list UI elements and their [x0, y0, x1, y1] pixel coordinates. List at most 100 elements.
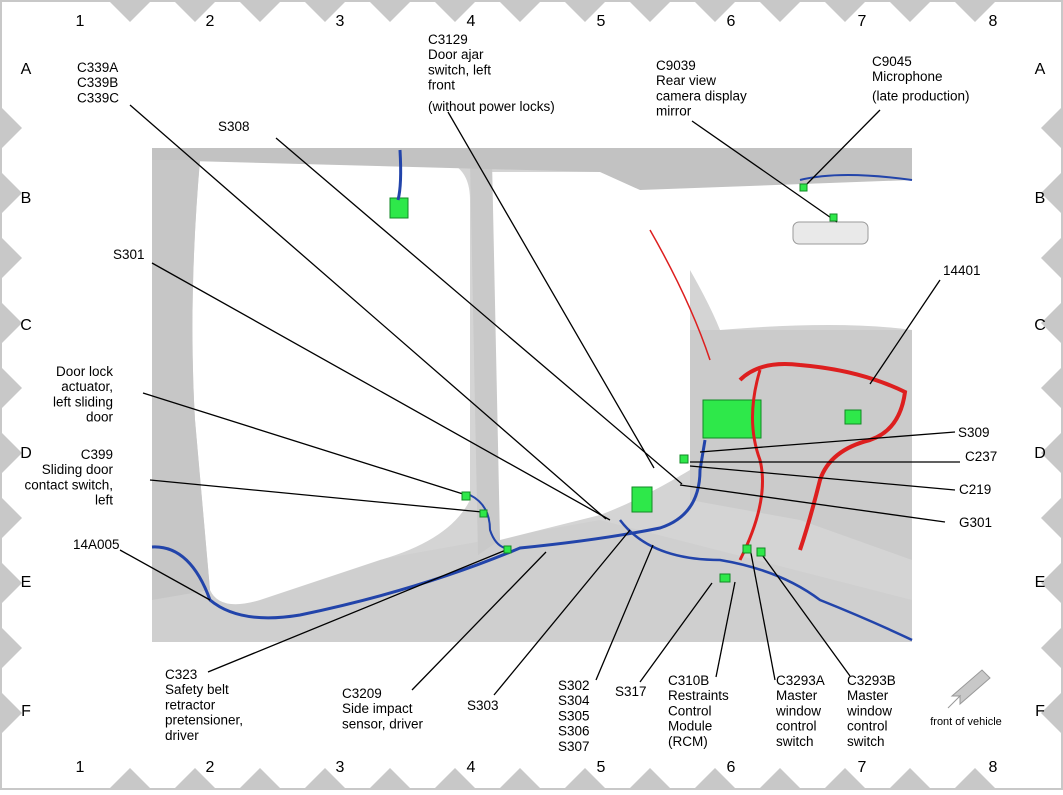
callout-c339-line-3: C339C	[77, 90, 119, 105]
callout-s302-line-5: S307	[558, 739, 590, 754]
grid-row-C-left: C	[20, 317, 32, 334]
callout-c3209-line-1: C3209	[342, 686, 382, 701]
grid-column-5-bottom: 5	[597, 759, 606, 776]
callout-s317-line-1: S317	[615, 684, 647, 699]
callout-c3293a-line-2: Master	[776, 688, 818, 703]
callout-c323-line-5: driver	[165, 728, 199, 743]
callout-c323-line-2: Safety belt	[165, 682, 229, 697]
grid-row-B-left: B	[21, 190, 32, 207]
grid-column-4-top: 4	[467, 13, 476, 30]
grid-column-7-bottom: 7	[858, 759, 867, 776]
callout-s302-line-4: S306	[558, 724, 590, 739]
callout-c310b-line-2: Restraints	[668, 688, 729, 703]
callout-s302-line-2: S304	[558, 693, 590, 708]
grid-row-D-left: D	[20, 445, 32, 462]
grid-column-4-bottom: 4	[467, 759, 476, 776]
callout-s309-line-1: S309	[958, 425, 990, 440]
callout-c310b-line-1: C310B	[668, 673, 709, 688]
leader-lines	[119, 104, 960, 696]
callout-c399-line-4: left	[95, 493, 113, 508]
callout-c310b-line-5: (RCM)	[668, 734, 708, 749]
callout-c323-line-1: C323	[165, 667, 197, 682]
grid-row-F-left: F	[21, 703, 31, 720]
callout-g301-line-1: G301	[959, 515, 992, 530]
callout-s317: S317	[615, 684, 647, 699]
callout-n14401: 14401	[943, 263, 981, 278]
callout-door-lock-line-1: Door lock	[56, 364, 113, 379]
grid-column-8-top: 8	[989, 13, 998, 30]
callout-c310b-line-4: Module	[668, 719, 712, 734]
callout-c3293a-line-4: control	[776, 719, 817, 734]
callout-n14a005-line-1: 14A005	[73, 537, 120, 552]
grid-row-D-right: D	[1034, 445, 1046, 462]
callout-c3129-line-4: front	[428, 78, 455, 93]
callout-door-lock-line-3: left sliding	[53, 394, 113, 409]
callout-c339-line-1: C339A	[77, 60, 118, 75]
grid-column-6-top: 6	[727, 13, 736, 30]
callout-c3293a-line-3: window	[775, 703, 821, 718]
callout-door-lock-line-4: door	[86, 410, 114, 425]
callout-s308-line-1: S308	[218, 119, 250, 134]
grid-column-3-bottom: 3	[336, 759, 345, 776]
callout-c310b-line-3: Control	[668, 703, 712, 718]
grid-row-E-right: E	[1035, 574, 1046, 591]
callout-s303: S303	[467, 698, 499, 713]
grid-column-5-top: 5	[597, 13, 606, 30]
callout-c3293b-line-4: control	[847, 719, 888, 734]
front-of-vehicle-label: front of vehicle	[930, 716, 1002, 728]
callout-c323-line-4: pretensioner,	[165, 713, 243, 728]
callout-g301: G301	[959, 515, 992, 530]
callout-c3129-line-5: (without power locks)	[428, 99, 555, 114]
callout-s309: S309	[958, 425, 990, 440]
callout-c399-line-3: contact switch,	[24, 477, 113, 492]
callout-c3293b-line-1: C3293B	[847, 673, 896, 688]
callout-s301-line-1: S301	[113, 247, 145, 262]
grid-row-F-right: F	[1035, 703, 1045, 720]
grid-row-B-right: B	[1035, 190, 1046, 207]
callout-c3209-line-2: Side impact	[342, 701, 413, 716]
grid-column-1-top: 1	[76, 13, 85, 30]
callout-c3129-line-3: switch, left	[428, 62, 491, 77]
callout-c237: C237	[965, 449, 997, 464]
callout-c399-line-2: Sliding door	[42, 462, 114, 477]
callout-s302-line-1: S302	[558, 678, 590, 693]
callout-c323-line-3: retractor	[165, 697, 216, 712]
callout-c9039-line-4: mirror	[656, 104, 692, 119]
callout-c9045-line-1: C9045	[872, 54, 912, 69]
vehicle-body-illustration	[152, 148, 912, 642]
callout-c9045-line-2: Microphone	[872, 69, 943, 84]
callout-c9039-line-3: camera display	[656, 88, 747, 103]
callout-n14a005: 14A005	[73, 537, 120, 552]
grid-column-8-bottom: 8	[989, 759, 998, 776]
grid-column-3-top: 3	[336, 13, 345, 30]
callout-c3293b-line-2: Master	[847, 688, 889, 703]
callout-s302-line-3: S305	[558, 708, 590, 723]
callout-c3293b-line-3: window	[846, 703, 892, 718]
callout-c219: C219	[959, 482, 991, 497]
callout-c3293b-line-5: switch	[847, 734, 885, 749]
connector-markers	[461, 183, 838, 583]
callout-s303-line-1: S303	[467, 698, 499, 713]
callout-c3293a-line-5: switch	[776, 734, 814, 749]
callout-c9039-line-2: Rear view	[656, 73, 716, 88]
callout-c3129-line-2: Door ajar	[428, 47, 484, 62]
callout-door-lock-line-2: actuator,	[61, 379, 113, 394]
grid-row-C-right: C	[1034, 317, 1046, 334]
grid-row-E-left: E	[21, 574, 32, 591]
callout-c339-line-2: C339B	[77, 75, 118, 90]
grid-row-A-left: A	[21, 61, 32, 78]
